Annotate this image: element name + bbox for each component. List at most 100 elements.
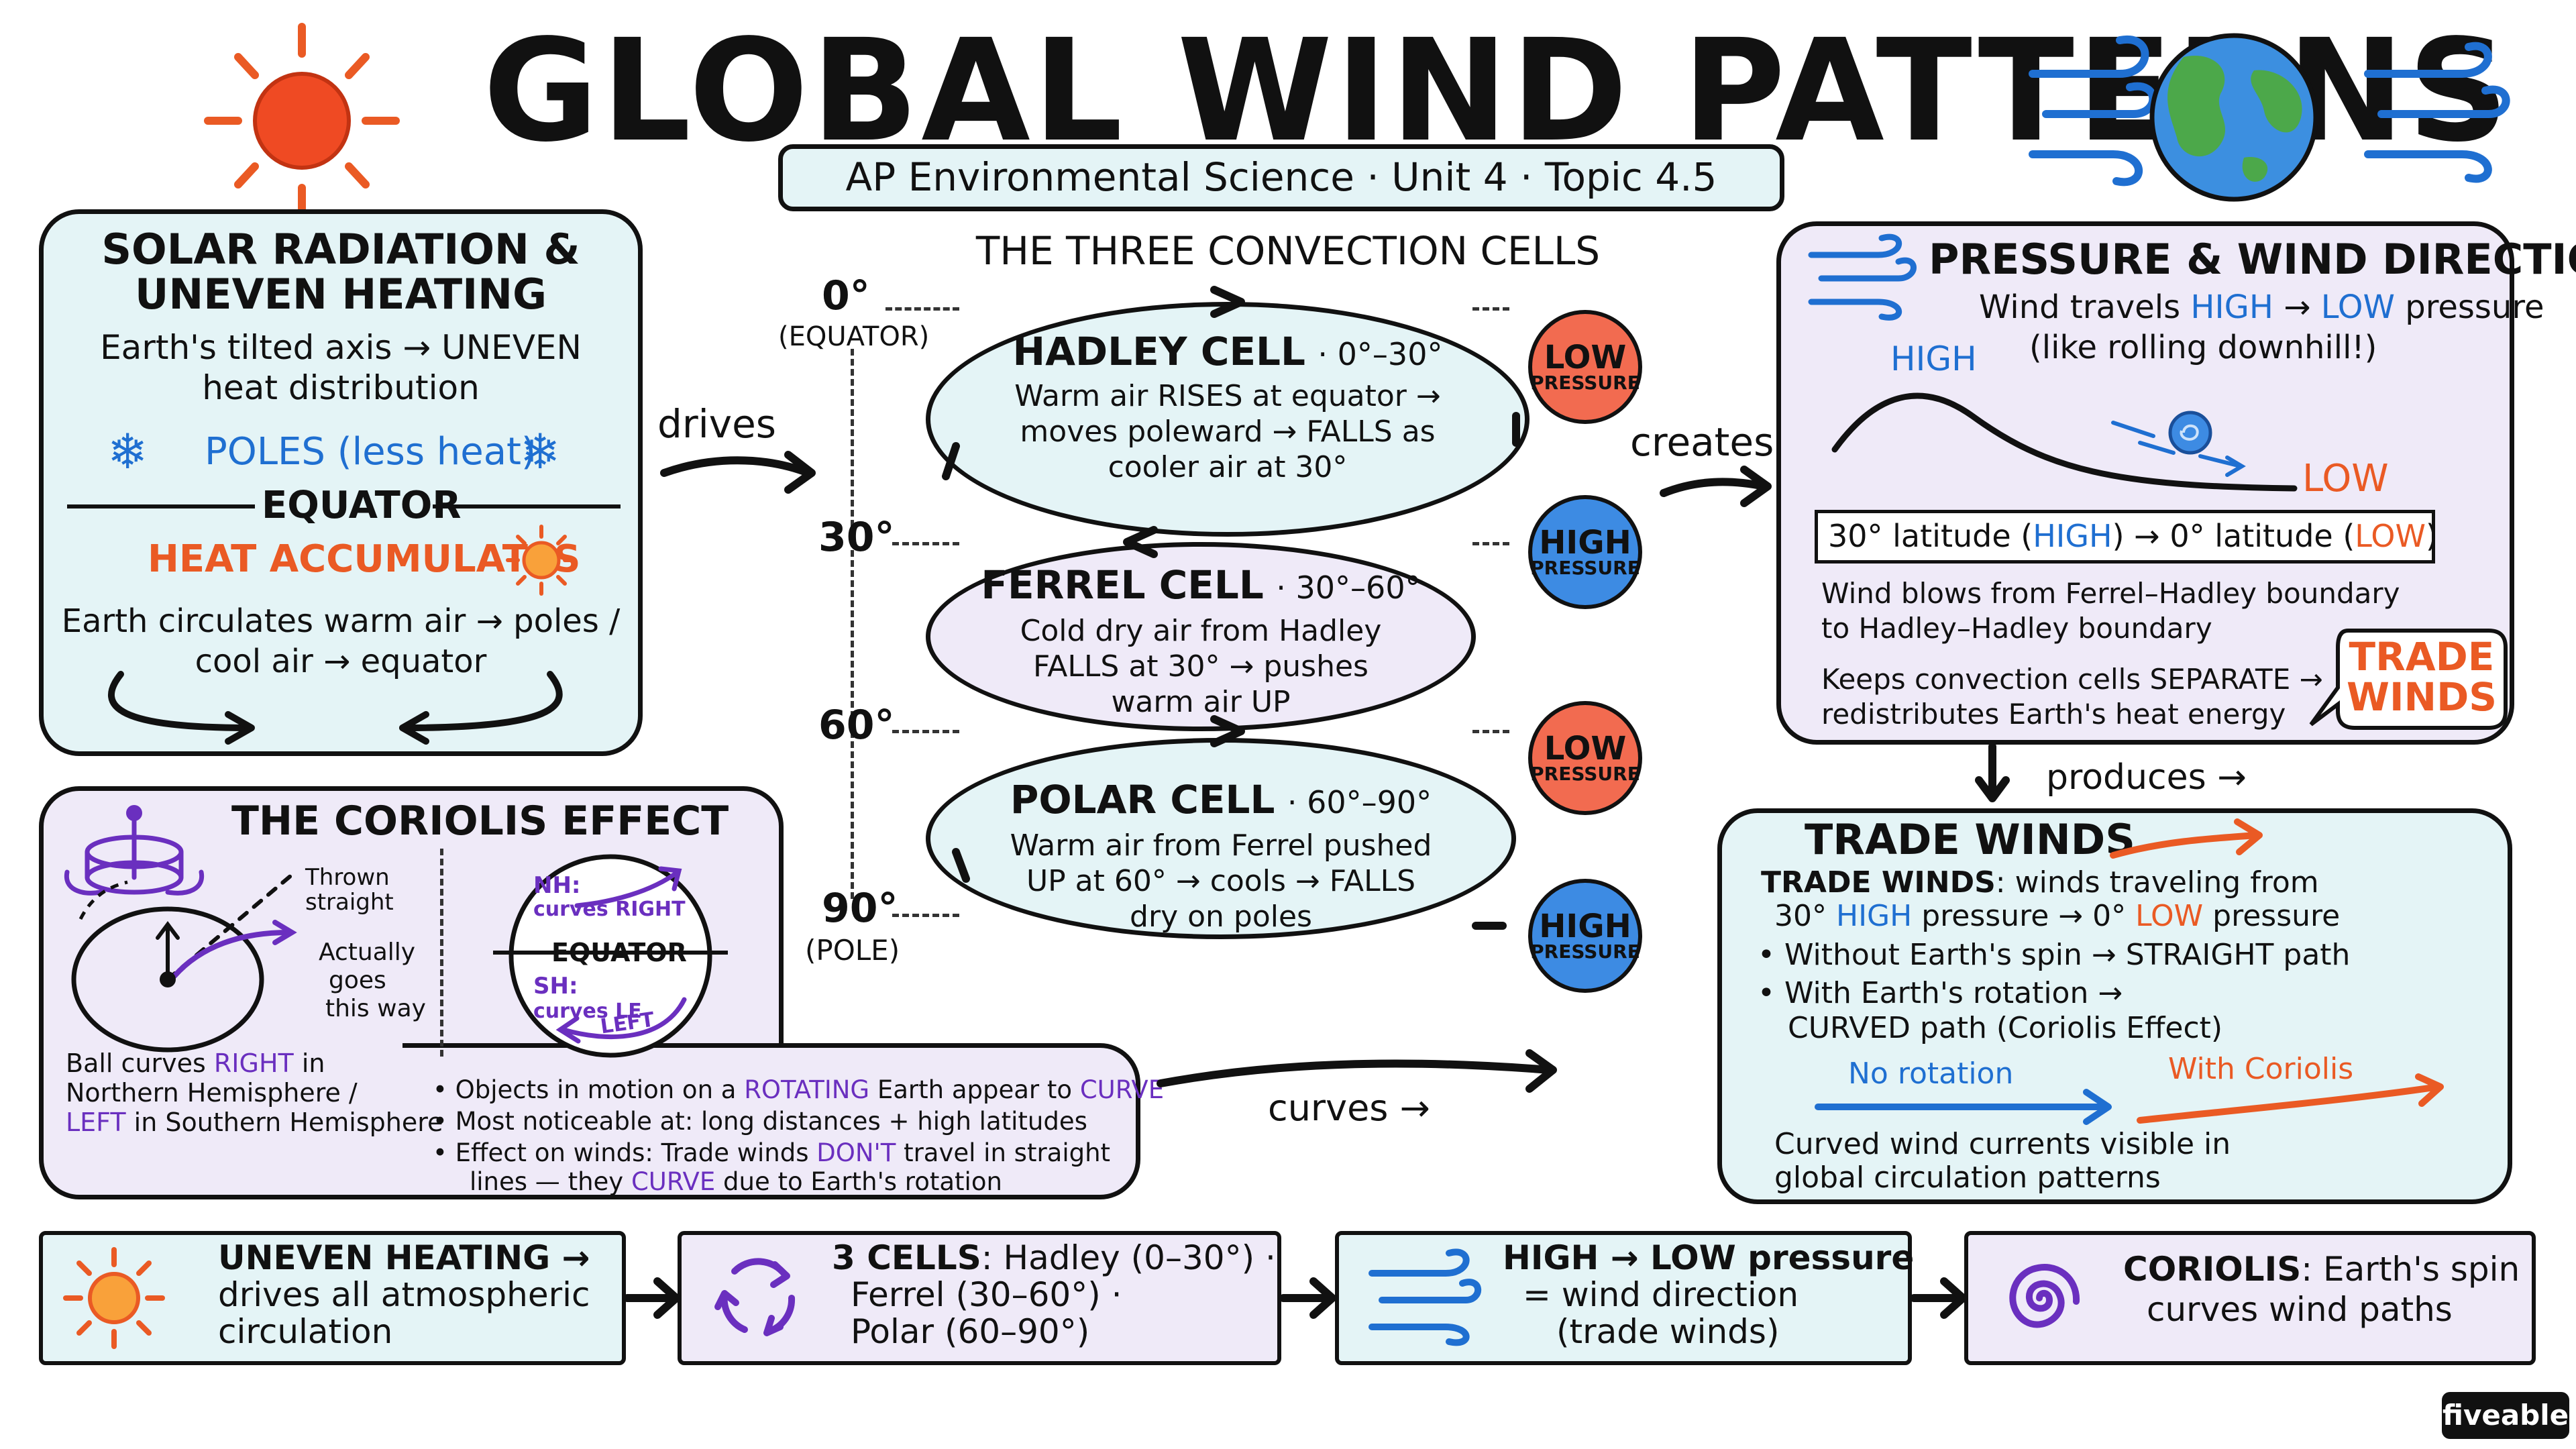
equator-line-right bbox=[433, 504, 621, 508]
hadley-line-3: cooler air at 30° bbox=[1108, 450, 1348, 484]
wind-icon bbox=[1368, 1248, 1482, 1346]
summary-arrow bbox=[1279, 1277, 1336, 1319]
hadley-line-1: Warm air RISES at equator → bbox=[1014, 379, 1441, 413]
lat-0-dash bbox=[885, 307, 959, 311]
hill-low-label: LOW bbox=[2302, 457, 2389, 500]
creates-label: creates bbox=[1630, 419, 1774, 465]
circulate-line-2: cool air → equator bbox=[195, 643, 487, 680]
nh-curves: curves RIGHT bbox=[533, 898, 686, 921]
wind-icon bbox=[2364, 42, 2510, 183]
sh-label: SH: bbox=[533, 973, 578, 1000]
ferrel-name: FERREL CELL bbox=[981, 562, 1264, 608]
trade-winds-panel bbox=[1717, 808, 2512, 1204]
bubble-text-1: TRADE bbox=[2349, 634, 2495, 680]
summary-1-line-2: drives all atmospheric bbox=[218, 1275, 590, 1314]
hill-diagram bbox=[1831, 392, 2298, 492]
polar-line-2: UP at 60° → cools → FALLS bbox=[1026, 864, 1416, 898]
right-dash-0 bbox=[1472, 307, 1509, 311]
pressure-blow-1: Wind blows from Ferrel–Hadley boundary bbox=[1821, 577, 2400, 610]
polar-range: · 60°–90° bbox=[1287, 784, 1432, 820]
solar-line-2: heat distribution bbox=[202, 368, 480, 407]
pressure-title: PRESSURE & WIND DIRECTION bbox=[1929, 235, 2576, 284]
lat-60-dash bbox=[892, 730, 959, 733]
subtitle-pill bbox=[778, 144, 1784, 211]
summary-arrow bbox=[623, 1277, 680, 1319]
brand-badge bbox=[2442, 1392, 2569, 1439]
hadley-cell bbox=[926, 302, 1529, 537]
pressure-blow-2: to Hadley–Hadley boundary bbox=[1821, 612, 2212, 645]
ferrel-line-2: FALLS at 30° → pushes bbox=[1033, 649, 1368, 684]
ferrel-line-1: Cold dry air from Hadley bbox=[1020, 614, 1382, 648]
coriolis-disk-diagram bbox=[71, 870, 297, 1053]
solar-title-1: SOLAR RADIATION & bbox=[101, 225, 580, 274]
actually-3: this way bbox=[325, 995, 426, 1022]
nh-label: NH: bbox=[533, 872, 581, 899]
trade-winds-bubble bbox=[2309, 629, 2508, 730]
earth-icon bbox=[2149, 33, 2318, 202]
produces-label: produces → bbox=[2046, 757, 2247, 798]
no-rotation-arrow bbox=[1815, 1089, 2112, 1125]
sun-icon bbox=[204, 23, 400, 219]
spiral-icon bbox=[2009, 1263, 2080, 1328]
hemisphere-globe bbox=[493, 854, 728, 1058]
hadley-name: HADLEY CELL bbox=[1012, 329, 1305, 374]
summary-1-line-1: UNEVEN HEATING → bbox=[218, 1238, 590, 1277]
curves-arrow bbox=[1157, 1049, 1557, 1093]
snowflake-icon: ❄ bbox=[520, 423, 561, 480]
trade-title: TRADE WINDS bbox=[1805, 815, 2135, 864]
coriolis-panel-joint bbox=[396, 1048, 778, 1182]
drives-arrow bbox=[660, 451, 816, 494]
summary-2-line-3: Polar (60–90°) bbox=[851, 1312, 1090, 1351]
trade-bullet-2: • With Earth's rotation → bbox=[1758, 976, 2123, 1010]
ball-line-1: Ball curves RIGHT in bbox=[66, 1049, 325, 1078]
latitude-box bbox=[1815, 510, 2435, 564]
snowflake-icon: ❄ bbox=[107, 423, 148, 480]
trade-bullet-1: • Without Earth's spin → STRAIGHT path bbox=[1758, 938, 2351, 972]
with-coriolis-arrow bbox=[2137, 1073, 2444, 1124]
latitude-line: 30° latitude (HIGH) → 0° latitude (LOW) bbox=[1828, 518, 2438, 554]
actually-2: goes bbox=[329, 967, 386, 994]
summary-2-line-2: Ferrel (30–60°) · bbox=[851, 1275, 1122, 1314]
cycle-icon bbox=[714, 1258, 796, 1336]
summary-2-line-1: 3 CELLS: Hadley (0–30°) · bbox=[832, 1238, 1276, 1277]
coriolis-bullet-2: • Most noticeable at: long distances + h… bbox=[433, 1107, 1087, 1136]
hadley-range: · 0°–30° bbox=[1318, 336, 1443, 372]
circulation-arrows bbox=[107, 671, 563, 745]
subtitle: AP Environmental Science · Unit 4 · Topi… bbox=[845, 154, 1717, 200]
hadley-line-2: moves poleward → FALLS as bbox=[1020, 415, 1436, 449]
polar-cell bbox=[926, 738, 1516, 939]
pressure-keep-1: Keeps convection cells SEPARATE → bbox=[1821, 663, 2323, 696]
ball-line-2: Northern Hemisphere / bbox=[66, 1078, 358, 1108]
right-dash-60 bbox=[1472, 730, 1509, 733]
latitude-axis bbox=[851, 349, 854, 899]
globe-equator: EQUATOR bbox=[551, 938, 687, 967]
poles-label: POLES (less heat) bbox=[205, 430, 536, 474]
cell-arrows bbox=[942, 286, 1520, 930]
brand-logo: fiveable bbox=[2442, 1399, 2569, 1432]
solar-radiation-panel bbox=[39, 209, 643, 756]
coriolis-bullet-4: lines — they CURVE due to Earth's rotati… bbox=[470, 1167, 1002, 1196]
polar-name: POLAR CELL bbox=[1010, 777, 1275, 822]
ferrel-range: · 30°–60° bbox=[1276, 570, 1421, 606]
coriolis-bullet-3: • Effect on winds: Trade winds DON'T tra… bbox=[433, 1138, 1111, 1167]
produces-arrow bbox=[1975, 743, 2010, 802]
coriolis-title: THE CORIOLIS EFFECT bbox=[231, 798, 729, 845]
pressure-keep-2: redistributes Earth's heat energy bbox=[1821, 698, 2286, 731]
hadley-heading: HADLEY CELL · 0°–30° bbox=[926, 329, 1529, 376]
bubble-text-2: WINDS bbox=[2346, 674, 2497, 720]
trade-def-1: TRADE WINDS: winds traveling from bbox=[1761, 865, 2319, 900]
with-coriolis-label: With Coriolis bbox=[2168, 1052, 2354, 1086]
summary-4-line-1: CORIOLIS: Earth's spin bbox=[2123, 1250, 2520, 1289]
summary-3-line-1: HIGH → LOW pressure bbox=[1503, 1238, 1915, 1277]
polar-heading: POLAR CELL · 60°–90° bbox=[926, 777, 1516, 824]
solar-title-2: UNEVEN HEATING bbox=[135, 270, 547, 319]
coriolis-bullet-1: • Objects in motion on a ROTATING Earth … bbox=[433, 1075, 1165, 1104]
circulate-line-1: Earth circulates warm air → poles / bbox=[61, 602, 621, 640]
thrown-1: Thrown bbox=[305, 864, 390, 891]
summary-3-line-3: (trade winds) bbox=[1556, 1312, 1780, 1351]
carousel-icon bbox=[64, 805, 205, 896]
lat-0-equator: (EQUATOR) bbox=[778, 321, 930, 352]
ferrel-heading: FERREL CELL · 30°–60° bbox=[926, 562, 1476, 609]
low-pressure-badge: LOW PRESSURE bbox=[1528, 310, 1642, 424]
trade-foot-2: global circulation patterns bbox=[1774, 1161, 2161, 1195]
